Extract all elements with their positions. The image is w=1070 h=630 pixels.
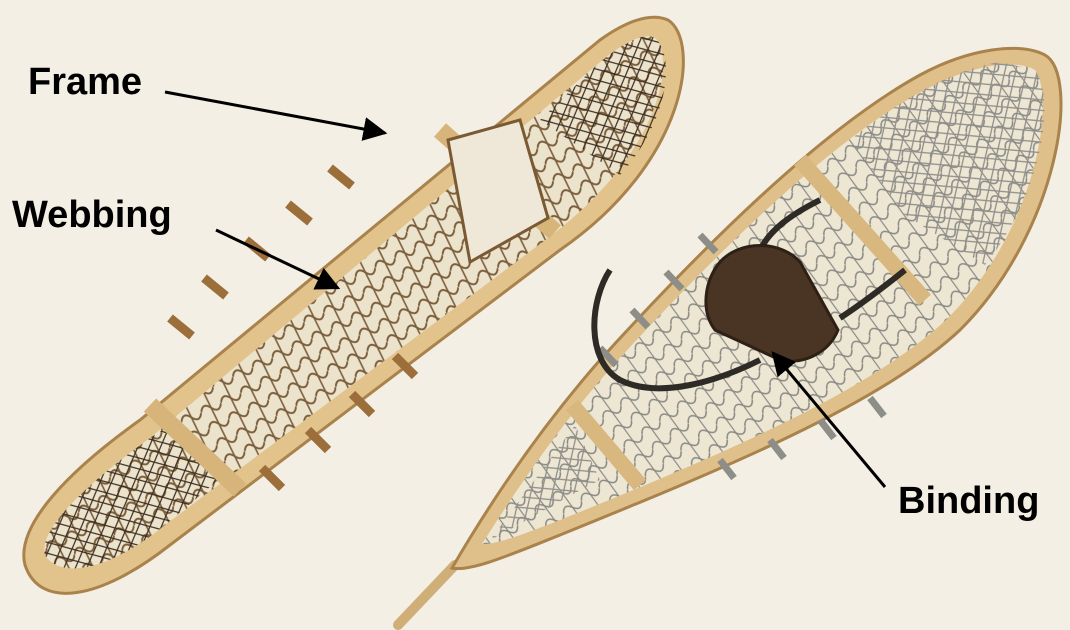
binding-label: Binding bbox=[898, 482, 1039, 520]
right-snowshoe-tail-stick bbox=[398, 565, 455, 625]
webbing-label: Webbing bbox=[12, 196, 172, 234]
frame-pointer-arrow bbox=[165, 92, 385, 133]
frame-label: Frame bbox=[28, 63, 142, 101]
webbing-pointer-arrow bbox=[216, 230, 338, 288]
